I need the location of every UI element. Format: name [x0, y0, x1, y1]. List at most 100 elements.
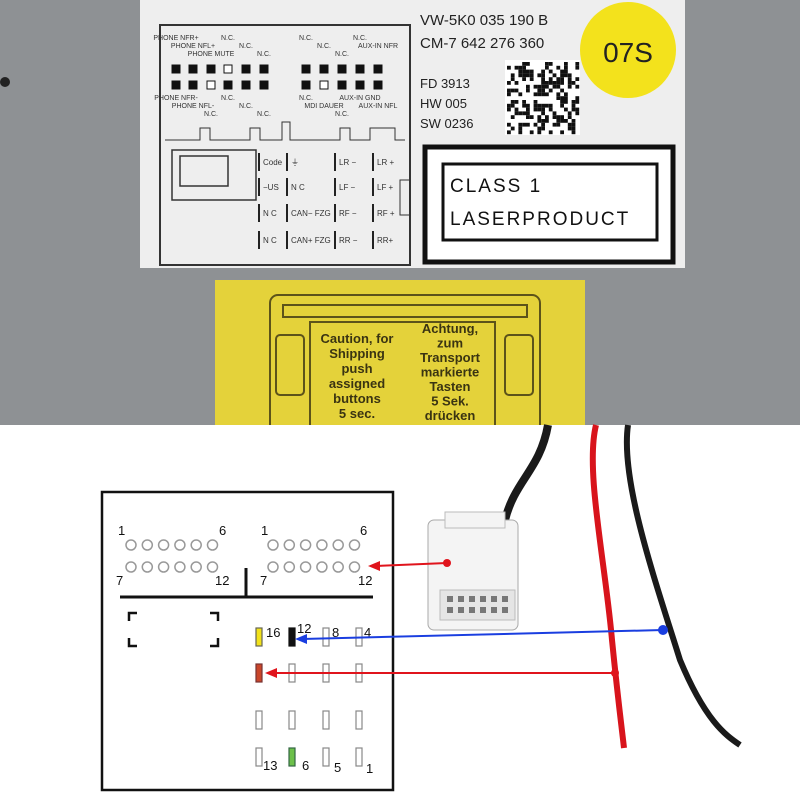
pin-bar [258, 153, 260, 171]
qr-module [560, 88, 564, 93]
qr-module [507, 103, 511, 108]
version-badge [580, 2, 676, 98]
qr-module [548, 69, 553, 74]
qr-module [548, 88, 553, 93]
plug-hole [502, 596, 508, 602]
qr-module [533, 92, 538, 97]
qr-module [571, 107, 576, 112]
qr-module [575, 107, 580, 112]
qr-module [537, 88, 542, 93]
grid-label: LR + [377, 158, 394, 167]
connector-hole [174, 539, 186, 551]
connector-hole [206, 561, 219, 573]
pin-label-top: N.C. [317, 43, 331, 50]
qr-module [545, 62, 549, 66]
qr-module [537, 130, 542, 135]
pin-label-bottom: N.C. [335, 111, 349, 118]
qr-module [537, 84, 542, 89]
qr-module [571, 122, 576, 127]
qr-module [537, 119, 542, 123]
plug-hole [469, 596, 475, 602]
qr-module [514, 81, 519, 85]
qr-module [552, 73, 557, 78]
qr-module [552, 115, 557, 119]
pin-square [355, 64, 365, 74]
pin-bar [258, 178, 260, 196]
qr-module [537, 107, 542, 112]
connector-hole [348, 561, 361, 573]
qr-module [518, 73, 523, 78]
qr-module [507, 107, 511, 112]
connector-hole [190, 561, 202, 573]
pin-bar [286, 153, 288, 171]
pin-square [259, 80, 269, 90]
qr-module [575, 100, 580, 104]
connector-hole [332, 539, 344, 551]
qr-module [510, 103, 515, 108]
pin-bar [334, 204, 336, 222]
qr-module [522, 111, 526, 116]
qr-module [571, 130, 576, 135]
grid-label: RF − [339, 209, 357, 218]
qr-module [537, 115, 542, 119]
qr-module [567, 122, 572, 127]
connector-hole [157, 539, 170, 551]
pin-label-top: N.C. [239, 43, 253, 50]
pin-bar [372, 178, 374, 196]
qr-module [552, 111, 557, 116]
qr-module [541, 92, 545, 97]
pin-bar [372, 204, 374, 222]
pin-square [241, 80, 251, 90]
pin-slot [322, 627, 330, 647]
pin-bar [334, 231, 336, 249]
qr-module [548, 62, 553, 66]
pin-12: 12 [297, 621, 311, 636]
pin-label-bottom: N.C. [239, 103, 253, 110]
connector-diagram-frame [100, 490, 395, 792]
qr-module [571, 100, 576, 104]
qr-module [548, 107, 553, 112]
right-label-7: 7 [260, 573, 267, 588]
qr-module [541, 126, 545, 131]
qr-module [564, 100, 568, 104]
qr-module [541, 69, 545, 74]
connector-hole [206, 539, 219, 551]
caution-en-line: Shipping [329, 346, 385, 361]
connector-hole [332, 561, 344, 573]
pin-label-bottom: N.C. [221, 95, 235, 102]
caution-de-line: 5 Sek. [431, 394, 469, 409]
caution-en-line: Caution, for [321, 331, 394, 346]
plug-hole [447, 607, 453, 613]
qr-module [522, 69, 526, 74]
caution-de-line: markierte [421, 365, 480, 380]
connector-hole [316, 561, 328, 573]
qr-module [564, 92, 568, 97]
pin-15-power [255, 663, 263, 683]
grid-label: CAN− FZG [291, 209, 331, 218]
qr-module [541, 119, 545, 123]
qr-module [541, 81, 545, 85]
qr-module [560, 81, 564, 85]
qr-module [571, 103, 576, 108]
connector-hole [174, 561, 186, 573]
qr-module [518, 65, 523, 70]
pin-label-top: PHONE MUTE [188, 51, 235, 58]
plug-hole [480, 607, 486, 613]
connector-hole [316, 539, 328, 551]
qr-module [510, 126, 515, 131]
qr-code [505, 60, 580, 135]
connector-plug [427, 511, 519, 631]
qr-module [514, 107, 519, 112]
qr-module [567, 115, 572, 119]
pin-label-bottom: N.C. [204, 111, 218, 118]
connector-hole [283, 561, 296, 573]
qr-module [514, 111, 519, 116]
pin-label-bottom: N.C. [299, 95, 313, 102]
left-label-12: 12 [215, 573, 229, 588]
qr-module [548, 103, 553, 108]
pin-slot [355, 710, 363, 730]
pin-square [355, 80, 365, 90]
pin-labels: PHONE NFR+PHONE NFR-PHONE NFL+PHONE NFL-… [153, 35, 398, 118]
pin-square [206, 80, 216, 90]
